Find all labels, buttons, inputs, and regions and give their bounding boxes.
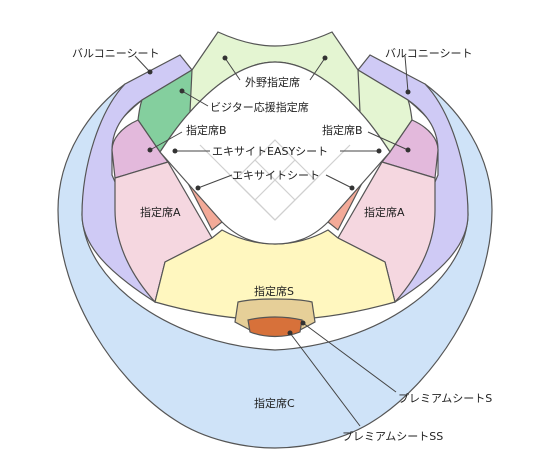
label-outfield: 外野指定席: [245, 75, 300, 89]
label-seat-a-left: 指定席A: [140, 205, 181, 219]
label-seat-b-left: 指定席B: [186, 123, 227, 137]
label-seat-b-right: 指定席B: [322, 123, 363, 137]
label-balcony-left: バルコニーシート: [72, 47, 160, 60]
label-easy: エキサイトEASYシート: [212, 145, 328, 158]
label-premium-ss: プレミアムシートSS: [342, 430, 443, 443]
zone-balcony-right[interactable]: [357, 54, 469, 303]
label-seat-s: 指定席S: [254, 284, 294, 298]
zone-premium-ss[interactable]: [247, 316, 303, 338]
label-balcony-right: バルコニーシート: [385, 47, 473, 60]
label-excite: エキサイトシート: [232, 169, 320, 182]
label-seat-c: 指定席C: [254, 396, 295, 410]
infield-diamond: [199, 139, 351, 221]
zone-balcony-left[interactable]: [81, 54, 193, 303]
label-visitor-cheer: ビジター応援指定席: [210, 100, 309, 114]
label-seat-a-right: 指定席A: [364, 205, 405, 219]
label-premium-s: プレミアムシートS: [398, 392, 492, 405]
leader-lines: [134, 55, 411, 427]
field: [159, 61, 391, 245]
